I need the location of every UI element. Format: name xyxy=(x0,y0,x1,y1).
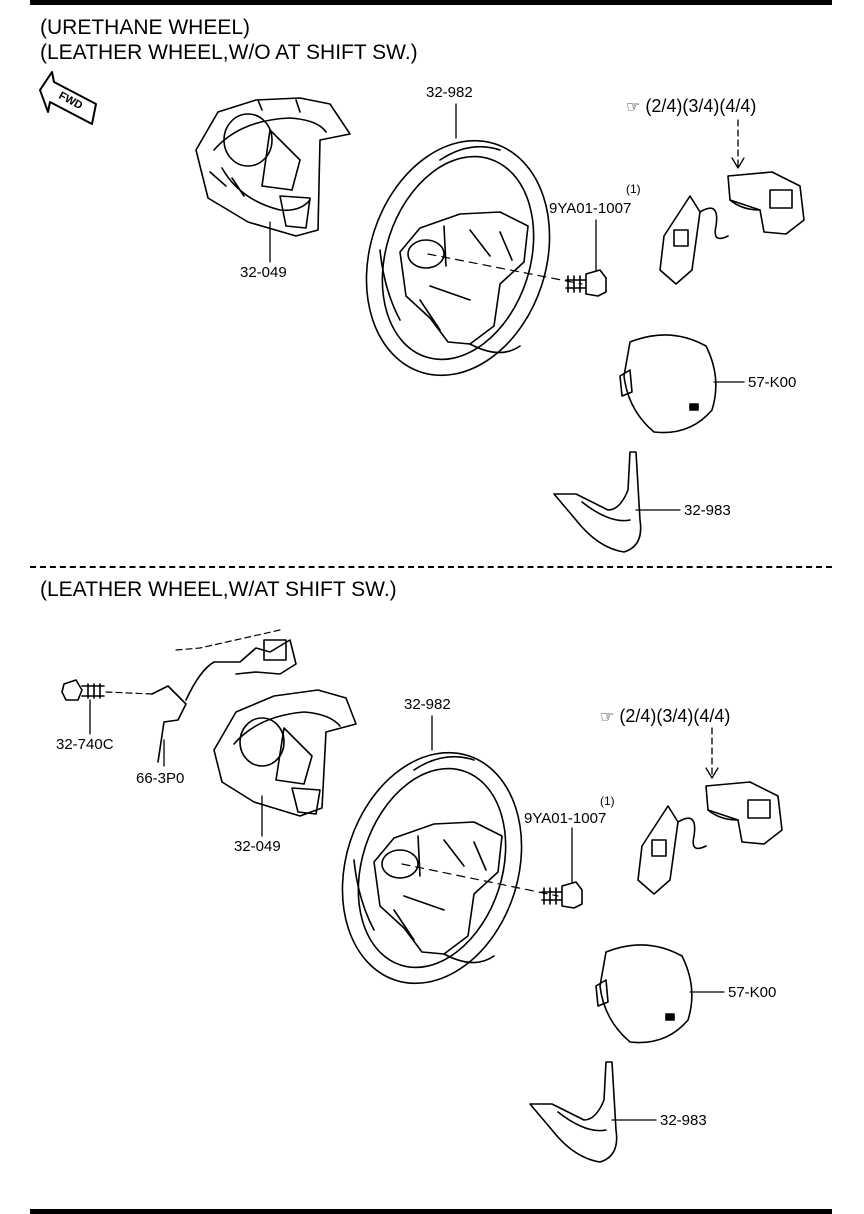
switch-reference: ☞ (2/4)(3/4)(4/4) xyxy=(626,96,756,118)
fwd-label: FWD xyxy=(56,89,85,113)
label-shift-switch: 66-3P0 xyxy=(136,770,185,787)
section2-heading: (LEATHER WHEEL,W/AT SHIFT SW.) xyxy=(40,578,397,601)
pointing-hand-icon: ☞ xyxy=(600,709,615,726)
switch-reference-2: ☞ (2/4)(3/4)(4/4) xyxy=(600,706,730,728)
steering-switch-part-2 xyxy=(637,781,783,895)
column-cover-part xyxy=(195,97,351,237)
label-bolt: 9YA01-1007 xyxy=(549,200,632,217)
label-column-cover-2: 32-049 xyxy=(234,838,281,855)
label-steering-wheel-2: 32-982 xyxy=(404,696,451,713)
switch-reference-text-2: (2/4)(3/4)(4/4) xyxy=(619,706,731,726)
label-garnish-2: 32-983 xyxy=(660,1112,707,1129)
switch-reference-text: (2/4)(3/4)(4/4) xyxy=(645,96,757,116)
label-rear-cover-2: 57-K00 xyxy=(728,984,777,1001)
steering-wheel-part xyxy=(365,139,551,377)
garnish-part xyxy=(553,451,681,553)
bolt-part xyxy=(565,269,607,297)
column-cover-part-2 xyxy=(213,689,357,817)
pointing-hand-icon: ☞ xyxy=(626,99,641,116)
label-rear-cover: 57-K00 xyxy=(748,374,797,391)
label-column-cover: 32-049 xyxy=(240,264,287,281)
steering-wheel-part-2 xyxy=(341,751,523,985)
label-bolt-qty: (1) xyxy=(626,182,641,196)
rear-cover-part-2 xyxy=(595,944,725,1044)
label-steering-wheel: 32-982 xyxy=(426,84,473,101)
label-screw: 32-740C xyxy=(56,736,114,753)
label-bolt-qty-2: (1) xyxy=(600,794,615,808)
top-rule xyxy=(30,0,832,5)
section-divider xyxy=(30,566,832,568)
section1-heading-1: (URETHANE WHEEL) xyxy=(40,16,251,39)
shift-switch-part xyxy=(151,629,297,763)
bolt-part-2 xyxy=(541,881,583,909)
steering-switch-part xyxy=(659,171,805,285)
bottom-rule xyxy=(30,1209,832,1214)
garnish-part-2 xyxy=(529,1061,657,1163)
label-bolt-2: 9YA01-1007 xyxy=(524,810,607,827)
screw-part xyxy=(61,679,105,701)
section1-heading-2: (LEATHER WHEEL,W/O AT SHIFT SW.) xyxy=(40,41,418,64)
label-garnish: 32-983 xyxy=(684,502,731,519)
rear-cover-part xyxy=(619,334,745,434)
